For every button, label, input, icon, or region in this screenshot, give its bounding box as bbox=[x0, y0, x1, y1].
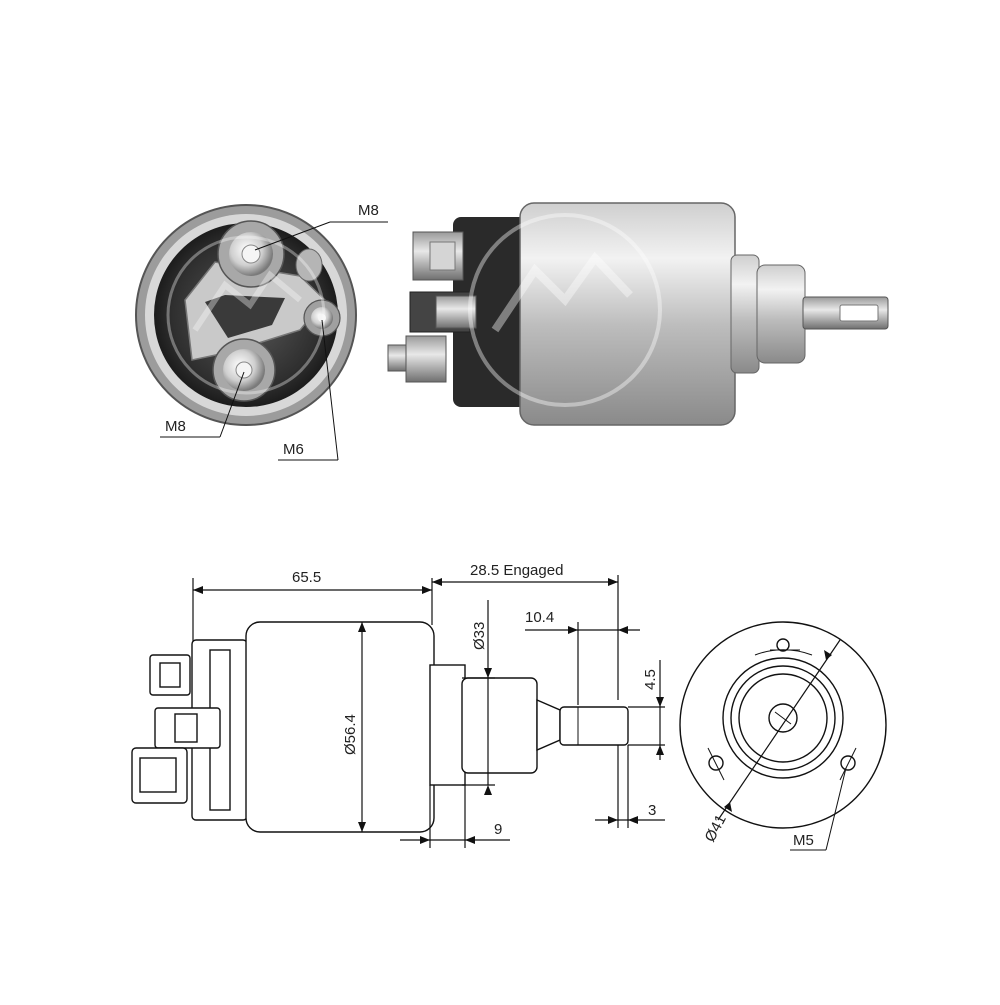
watermark-logo-side-icon bbox=[468, 213, 662, 407]
photo-end-view bbox=[135, 204, 357, 426]
bolt-hole-right-icon bbox=[839, 747, 857, 781]
side-stud-mid-icon bbox=[409, 291, 477, 333]
label-bottom-terminal: M8 bbox=[165, 418, 186, 435]
dim-boss-diameter: Ø33 bbox=[471, 622, 488, 650]
photo-leaders bbox=[160, 221, 388, 461]
small-stud-icon bbox=[303, 299, 341, 337]
label-top-terminal: M8 bbox=[358, 202, 379, 219]
bottom-stud-icon bbox=[212, 338, 276, 402]
side-stud-top-icon bbox=[412, 231, 464, 281]
bolt-hole-left-icon bbox=[707, 747, 725, 781]
top-stud-icon bbox=[217, 220, 285, 288]
dim-bolt-circle: Ø41 bbox=[702, 812, 730, 845]
dimension-lines bbox=[192, 575, 665, 848]
drawing-side-view bbox=[131, 621, 629, 833]
dim-mount-thread: M5 bbox=[793, 832, 814, 849]
dim-body-length: 65.5 bbox=[292, 569, 321, 586]
dim-body-diameter: Ø56.4 bbox=[342, 714, 359, 755]
watermark-logo-icon bbox=[166, 235, 326, 395]
drawing-end-view bbox=[679, 621, 887, 851]
photo-side-view bbox=[387, 202, 889, 426]
dim-stroke: 28.5 Engaged bbox=[470, 562, 563, 579]
dim-slot-width: 4.5 bbox=[642, 669, 659, 690]
side-stud-bottom-icon bbox=[387, 335, 447, 383]
dim-flange-thickness: 9 bbox=[494, 821, 502, 838]
dim-plunger-reach: 10.4 bbox=[525, 609, 554, 626]
label-small-terminal: M6 bbox=[283, 441, 304, 458]
dim-tip-thickness: 3 bbox=[648, 802, 656, 819]
